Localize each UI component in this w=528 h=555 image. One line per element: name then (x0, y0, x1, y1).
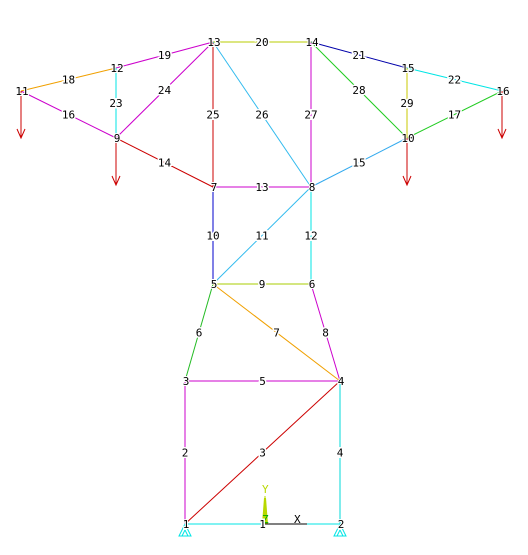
element-8 (310, 283, 341, 382)
triad-x-label: X (294, 513, 301, 526)
element-label-27: 27 (304, 109, 317, 122)
element-label-6: 6 (196, 327, 203, 340)
load-head (16, 128, 26, 140)
element-label-26: 26 (255, 109, 268, 122)
element-label-25: 25 (206, 109, 219, 122)
load-arrow-node-9 (111, 138, 121, 187)
element-label-3: 3 (259, 447, 266, 460)
element-19 (115, 41, 214, 69)
load-arrow-node-11 (16, 91, 26, 140)
element-21 (310, 41, 408, 69)
load-arrow-node-10 (402, 138, 412, 187)
element-label-7: 7 (273, 327, 280, 340)
node-label-14: 14 (305, 36, 319, 49)
node-label-16: 16 (496, 85, 509, 98)
element-label-23: 23 (109, 97, 122, 110)
element-label-9: 9 (259, 278, 266, 291)
element-label-5: 5 (259, 375, 266, 388)
load-head (497, 128, 507, 140)
triad-z-label: Z (262, 513, 269, 526)
node-label-1: 1 (183, 518, 190, 531)
support-node-1 (178, 522, 192, 537)
element-label-22: 22 (448, 74, 461, 87)
coordinate-triad: Y Z X (262, 483, 307, 526)
node-label-15: 15 (401, 62, 414, 75)
element-label-8: 8 (322, 327, 329, 340)
node-label-7: 7 (211, 181, 218, 194)
support-hatch (339, 529, 344, 537)
support-node-2 (333, 522, 347, 537)
element-label-10: 10 (206, 230, 219, 243)
element-label-24: 24 (158, 84, 172, 97)
element-label-17: 17 (448, 109, 461, 122)
element-label-11: 11 (255, 230, 268, 243)
element-label-16: 16 (62, 109, 75, 122)
element-label-1: 1 (259, 518, 266, 531)
element-16 (20, 90, 117, 139)
node-label-4: 4 (338, 375, 345, 388)
load-arrow-node-16 (497, 91, 507, 140)
element-label-20: 20 (255, 36, 268, 49)
supports-layer (178, 522, 347, 537)
loads-layer (16, 91, 507, 187)
element-6 (184, 283, 214, 382)
element-18 (20, 67, 117, 92)
element-26 (212, 41, 312, 188)
load-head (111, 175, 121, 187)
element-label-28: 28 (352, 84, 365, 97)
element-label-18: 18 (62, 74, 75, 87)
element-7 (212, 283, 341, 382)
node-label-5: 5 (211, 278, 218, 291)
load-head (402, 175, 412, 187)
element-14 (115, 137, 214, 188)
node-label-8: 8 (309, 181, 316, 194)
element-label-21: 21 (352, 49, 365, 62)
element-28 (310, 41, 408, 139)
node-label-12: 12 (110, 62, 123, 75)
element-3 (184, 380, 341, 525)
element-label-4: 4 (337, 447, 344, 460)
node-label-13: 13 (207, 36, 220, 49)
element-label-12: 12 (304, 230, 317, 243)
element-label-13: 13 (255, 181, 268, 194)
triad-y-arrow (262, 498, 268, 524)
element-15 (310, 137, 408, 188)
triad-y-label: Y (262, 483, 269, 496)
node-label-3: 3 (183, 375, 190, 388)
node-label-2: 2 (338, 518, 345, 531)
element-24 (115, 41, 214, 139)
node-label-11: 11 (15, 85, 28, 98)
support-hatch (336, 529, 341, 537)
elements-layer (20, 41, 503, 525)
support-hatch (181, 529, 186, 537)
element-22 (406, 67, 503, 92)
element-label-15: 15 (352, 157, 365, 170)
support-hatch (184, 529, 189, 537)
node-label-9: 9 (114, 132, 121, 145)
element-label-14: 14 (158, 157, 172, 170)
element-17 (406, 90, 503, 139)
element-label-2: 2 (182, 447, 189, 460)
element-label-19: 19 (158, 49, 171, 62)
node-label-6: 6 (309, 278, 316, 291)
node-label-10: 10 (401, 132, 414, 145)
element-label-29: 29 (400, 97, 413, 110)
element-11 (212, 186, 312, 285)
